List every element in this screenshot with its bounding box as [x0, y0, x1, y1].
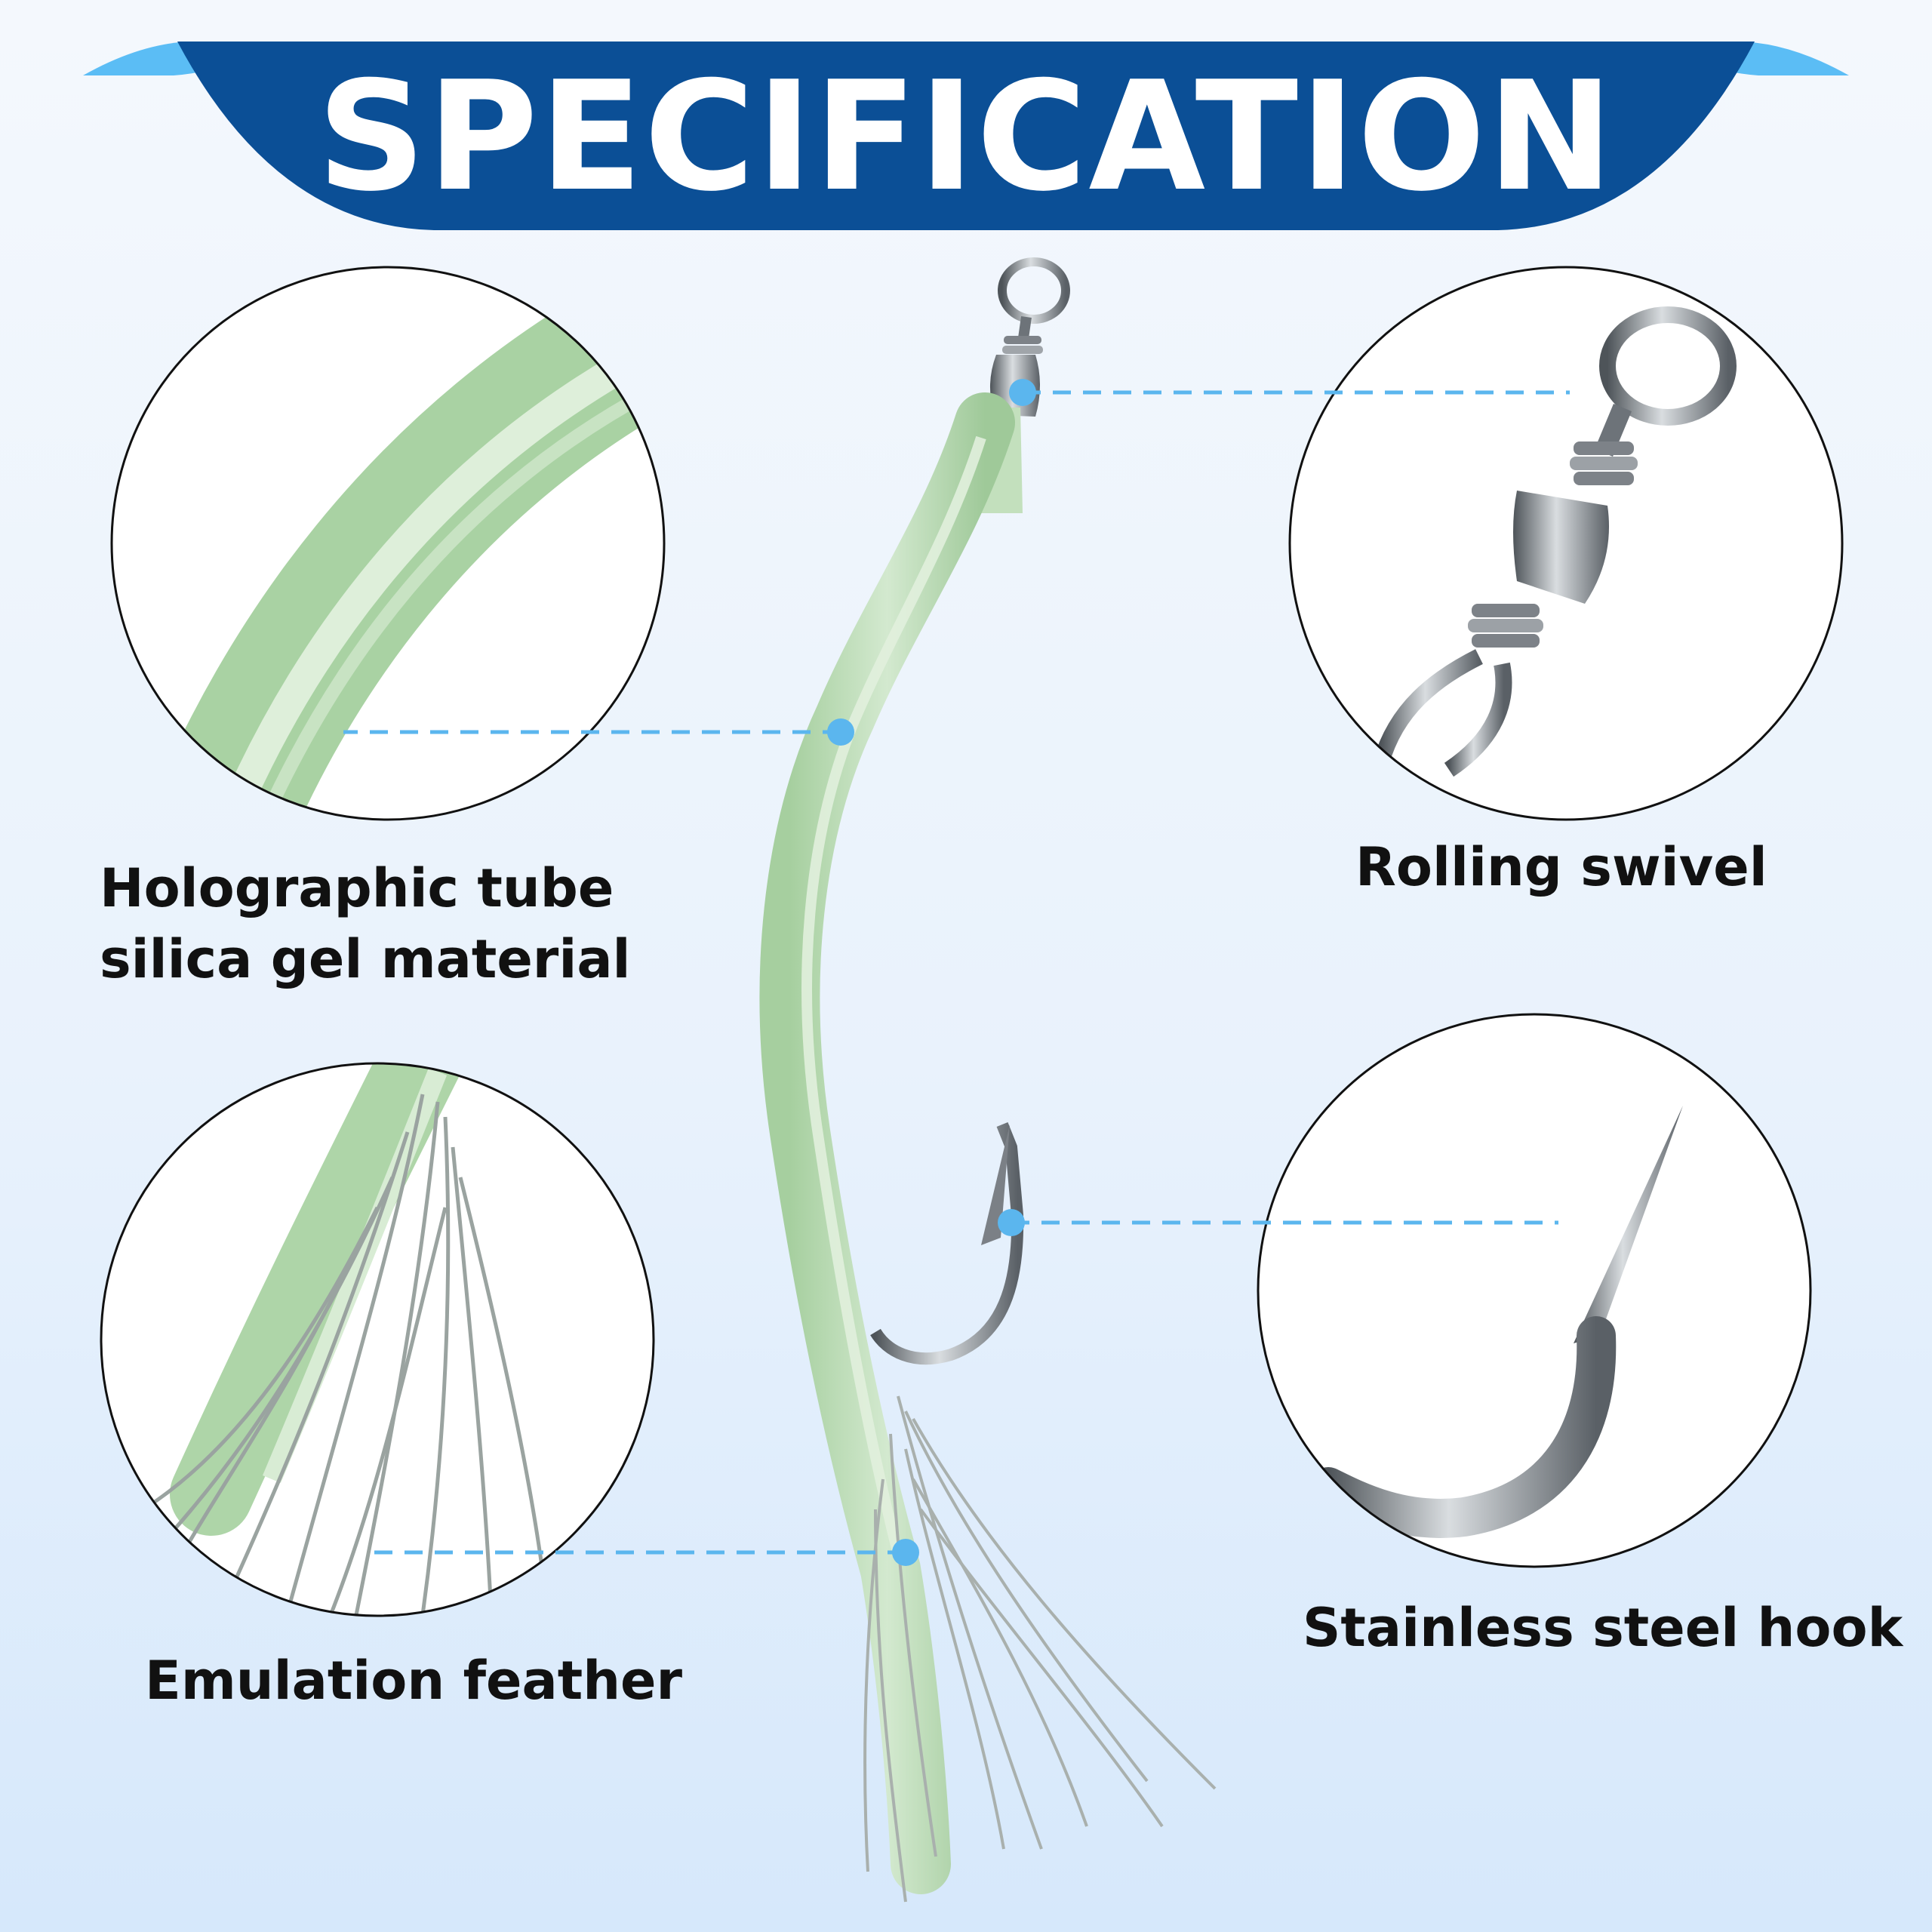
tube-label-line2: silica gel material [100, 928, 631, 990]
swivel-label: Rolling swivel [1355, 836, 1767, 898]
callout-lines [343, 390, 1570, 1555]
feather-label: Emulation feather [145, 1650, 683, 1712]
callout-dots [827, 379, 1036, 1566]
callout-dot-feather [892, 1539, 919, 1566]
hook-label: Stainless steel hook [1303, 1597, 1903, 1659]
callout-dot-tube [827, 718, 854, 746]
swivel-detail-circle [1288, 266, 1844, 821]
callout-dot-hook [998, 1209, 1025, 1236]
header-banner [83, 42, 1849, 230]
tube-detail-circle [110, 266, 666, 821]
banner-body [177, 42, 1755, 230]
tube-label: Holographic tube silica gel material [100, 853, 631, 995]
page-title: SPECIFICATION [317, 49, 1615, 225]
tube-label-line1: Holographic tube [100, 857, 614, 919]
callout-dot-swivel [1009, 379, 1036, 406]
lure-assembly [759, 257, 1217, 1903]
hook-detail-circle [1257, 1013, 1812, 1568]
feather-detail-circle [100, 1062, 655, 1617]
